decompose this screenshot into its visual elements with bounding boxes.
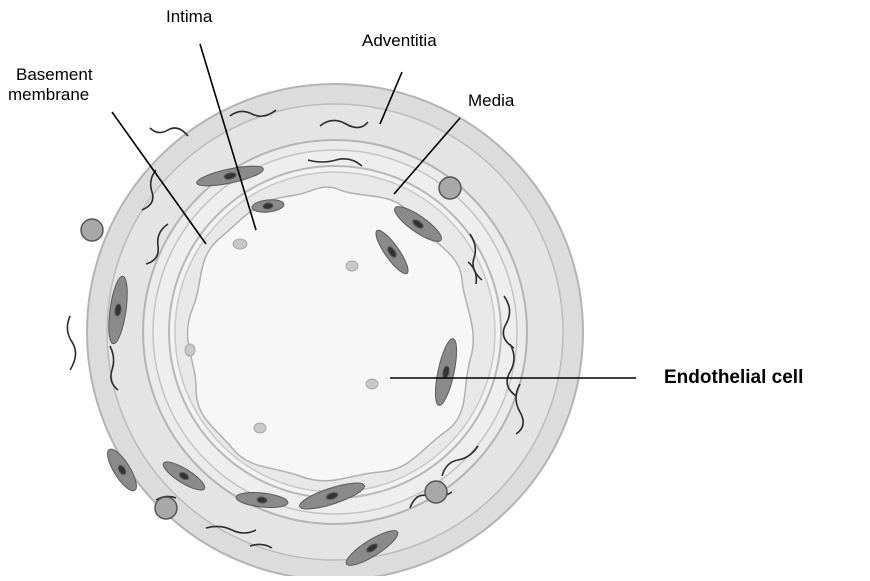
elastic-fiber xyxy=(67,316,75,370)
label-intima: Intima xyxy=(166,8,212,27)
round-cell xyxy=(425,481,447,503)
endothelial-nucleus xyxy=(366,379,378,389)
round-cell xyxy=(439,177,461,199)
round-cell xyxy=(81,219,103,241)
label-basement-line2: membrane xyxy=(8,86,89,105)
round-cell xyxy=(155,497,177,519)
endothelial-nucleus xyxy=(254,423,266,433)
label-media: Media xyxy=(468,92,514,111)
endothelial-nucleus xyxy=(233,239,247,249)
label-adventitia: Adventitia xyxy=(362,32,437,51)
label-basement-line1: Basement xyxy=(16,66,93,85)
elastic-fiber xyxy=(150,128,188,136)
label-endothelial-cell: Endothelial cell xyxy=(664,368,803,389)
endothelial-nucleus xyxy=(346,261,358,271)
endothelial-nucleus xyxy=(185,344,195,356)
